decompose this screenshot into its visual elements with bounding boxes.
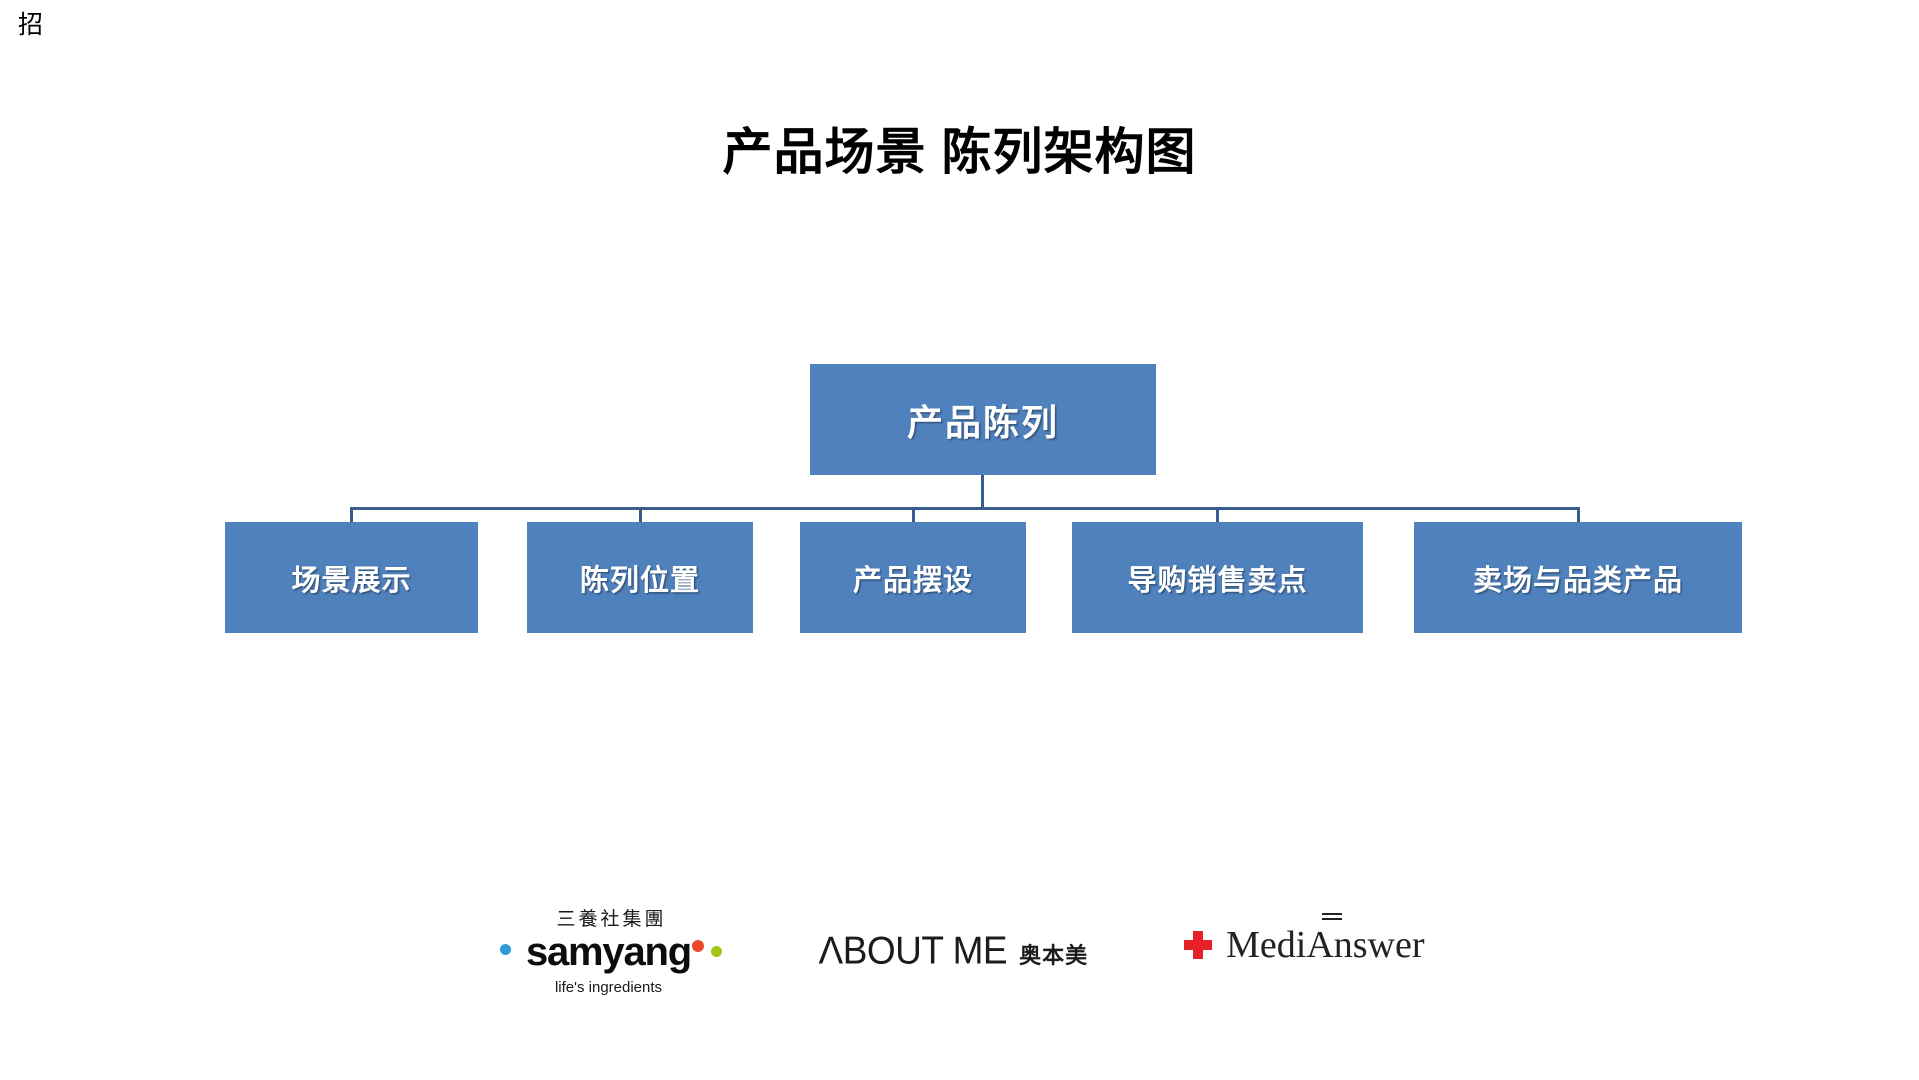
connector-drop-1 — [350, 507, 353, 523]
connector-drop-2 — [639, 507, 642, 523]
connector-horizontal-bus — [350, 507, 1580, 510]
samyang-dot-blue-icon — [500, 944, 512, 955]
connector-root-stem — [981, 475, 984, 509]
corner-mark-text: 招 — [18, 12, 44, 39]
medianswer-wordmark: MediAnswer — [1226, 913, 1425, 966]
node-child-4[interactable]: 导购销售卖点 — [1072, 522, 1363, 633]
aboutme-chinese-name: 奥本美 — [1019, 943, 1089, 968]
macron-accent-icon — [1322, 913, 1343, 915]
samyang-logo: 三養社集團 samyang life's ingredients — [494, 900, 723, 1028]
medianswer-logo: MediAnswer — [1184, 900, 1425, 966]
node-child-2[interactable]: 陈列位置 — [527, 522, 753, 633]
node-child-3[interactable]: 产品摆设 — [800, 522, 1026, 633]
node-root[interactable]: 产品陈列 — [810, 364, 1156, 475]
aboutme-logo: ΛBOUT ME 奥本美 — [818, 900, 1088, 972]
samyang-hanja-text: 三養社集團 — [556, 909, 667, 930]
aboutme-wordmark: ΛBOUT ME — [818, 928, 1008, 973]
page-title: 产品场景 陈列架构图 — [722, 123, 1197, 180]
connector-drop-3 — [912, 507, 915, 523]
connector-drop-5 — [1577, 507, 1580, 523]
samyang-tagline: life's ingredients — [554, 979, 663, 996]
node-child-1[interactable]: 场景展示 — [225, 522, 478, 633]
connector-drop-4 — [1216, 507, 1219, 523]
red-cross-icon — [1184, 931, 1213, 959]
samyang-dot-red-icon — [692, 940, 705, 952]
samyang-dot-green-icon — [711, 946, 723, 957]
node-child-5[interactable]: 卖场与品类产品 — [1414, 522, 1742, 633]
medianswer-wordmark-text: MediAnswer — [1226, 924, 1425, 966]
partner-logo-bar: 三養社集團 samyang life's ingredients ΛBOUT M… — [0, 900, 1919, 1040]
samyang-wordmark: samyang — [525, 930, 692, 974]
